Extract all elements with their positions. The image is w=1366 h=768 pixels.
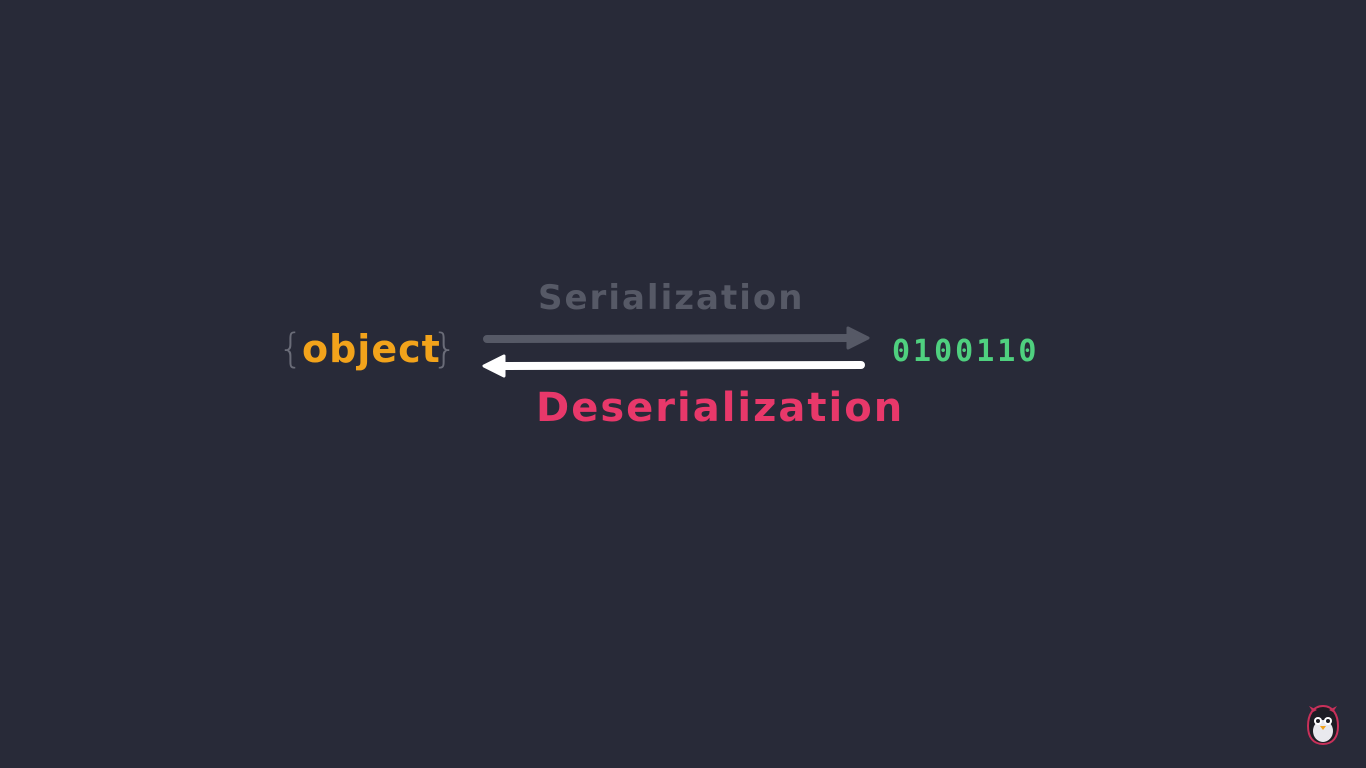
deserialization-label: Deserialization [536,385,905,431]
right-brace: } [432,326,458,372]
deserialization-arrow [482,354,865,378]
penguin-mascot-icon [1306,704,1340,746]
serialization-label: Serialization [538,278,805,318]
object-label: object [302,327,441,371]
serialization-arrow [483,326,870,350]
binary-label: 0100110 [892,334,1040,369]
left-brace: { [278,326,304,372]
